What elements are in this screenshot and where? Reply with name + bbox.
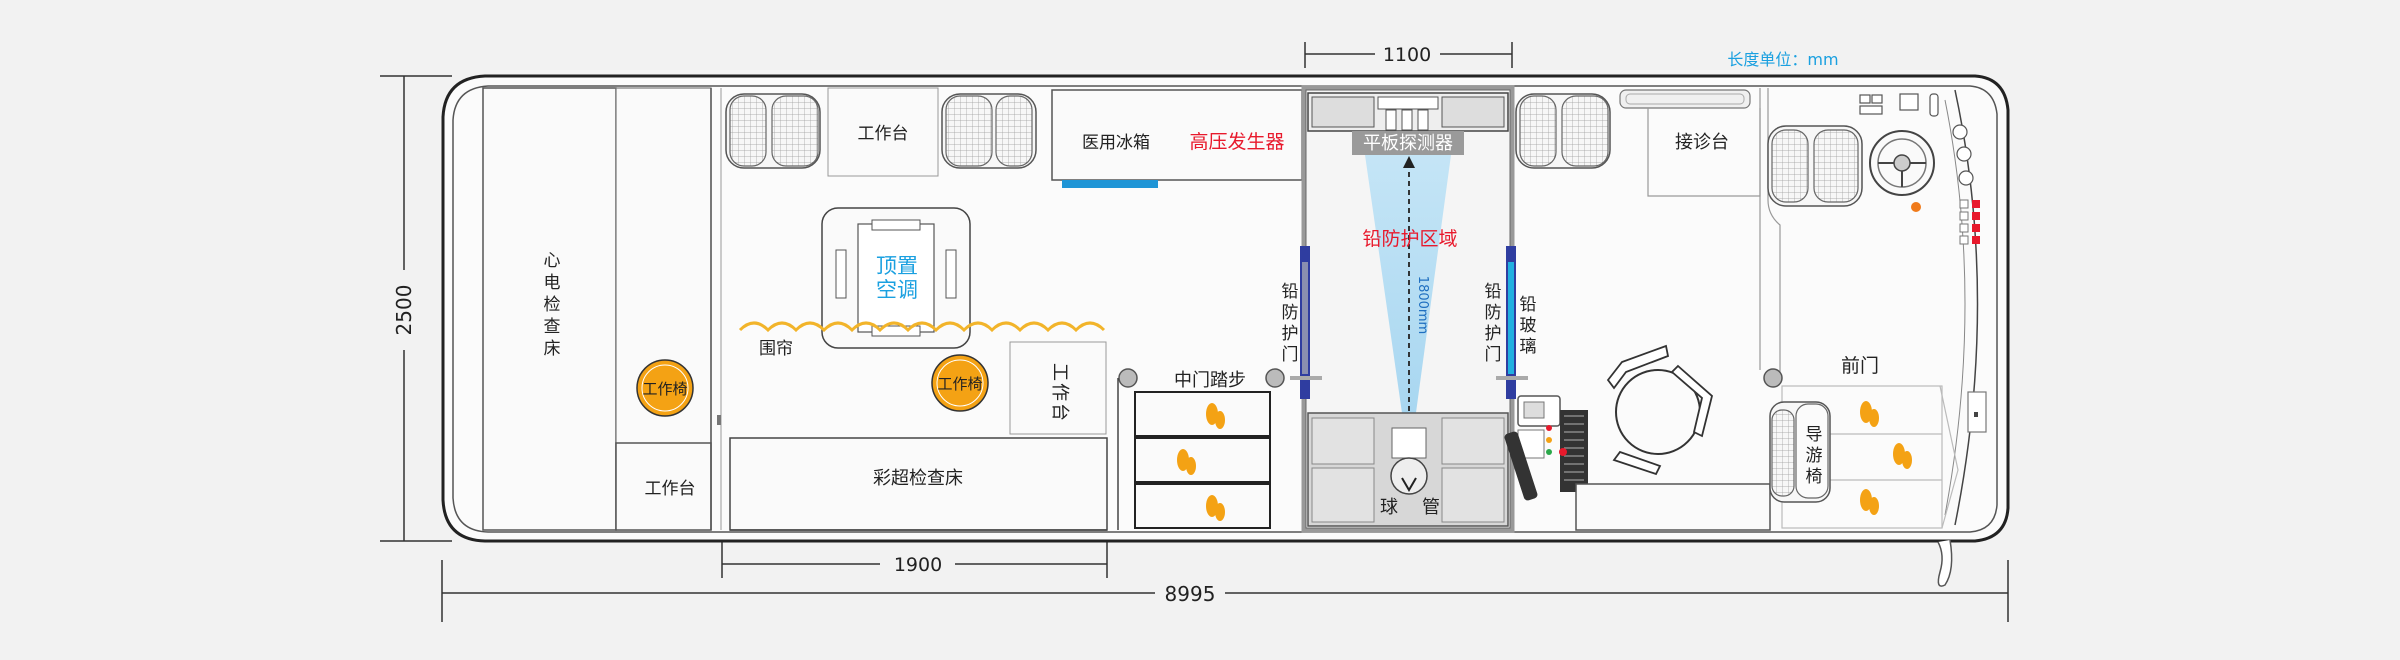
- work-chair-1: 工作椅: [636, 359, 694, 417]
- bus-outline: [441, 74, 2010, 543]
- lead-zone-height-label: 1800mm: [1415, 276, 1430, 334]
- svg-text:铅: 铅: [1485, 282, 1502, 302]
- lead-zone-beam: [1365, 155, 1451, 420]
- fridge-bar: [1062, 180, 1158, 188]
- curtain-label: 围帘: [759, 339, 793, 359]
- ultrasound-bed-label: 彩超检查床: [873, 468, 963, 489]
- footprints-middle: [1177, 403, 1225, 521]
- flat-detector-label: 平板探测器: [1363, 133, 1453, 154]
- lead-glass-label: 铅 玻 璃: [1520, 295, 1537, 357]
- lead-zone-label: 铅防护区域: [1362, 228, 1457, 250]
- round-table: [1606, 344, 1714, 476]
- work-chair-1-label: 工作椅: [642, 380, 687, 398]
- dimension-total: [441, 560, 2009, 622]
- dimension-top: [1304, 42, 1513, 68]
- front-counter: [1575, 483, 1771, 531]
- guide-seat: [1769, 401, 1831, 503]
- workbench-left: [615, 442, 712, 531]
- middle-steps: [1134, 391, 1271, 529]
- steering-wheel-icon: [1869, 130, 1935, 196]
- svg-text:作: 作: [1049, 383, 1070, 401]
- front-door-pillar: [1763, 368, 1783, 388]
- dimension-left: [380, 75, 452, 542]
- fridge-label: 医用冰箱: [1082, 133, 1150, 153]
- svg-text:护: 护: [1485, 324, 1502, 344]
- svg-text:心: 心: [544, 251, 561, 271]
- workbench-side-label: 工 作 台: [1049, 363, 1070, 421]
- svg-text:防: 防: [1282, 303, 1299, 323]
- work-chair-2-label: 工作椅: [937, 375, 982, 393]
- workbench-top: [827, 87, 939, 177]
- svg-text:玻: 玻: [1520, 316, 1537, 336]
- svg-text:床: 床: [544, 339, 561, 359]
- dashboard-lights: [1959, 199, 1980, 245]
- svg-text:电: 电: [544, 273, 561, 293]
- svg-text:铅: 铅: [1520, 295, 1537, 315]
- lead-door-left-label: 铅 防 护 门: [1282, 282, 1299, 365]
- ac-label-line1: 顶置: [876, 254, 918, 278]
- tube-label-left: 球: [1380, 497, 1398, 518]
- svg-text:铅: 铅: [1282, 282, 1299, 302]
- dimension-total-label: 8995: [1165, 582, 1216, 606]
- workbench-left-label: 工作台: [645, 479, 696, 499]
- fridge: [1051, 89, 1303, 181]
- door-pillar-right: [1265, 368, 1285, 388]
- svg-text:椅: 椅: [1806, 467, 1823, 487]
- ecg-bed: [482, 87, 617, 531]
- control-console: [1504, 395, 1588, 501]
- svg-text:防: 防: [1485, 303, 1502, 323]
- svg-text:查: 查: [544, 317, 561, 337]
- footprints-front: [1860, 401, 1912, 515]
- dimension-bed-label: 1900: [894, 554, 942, 576]
- door-pillar-left: [1118, 368, 1138, 388]
- seat-front-top: [1515, 93, 1611, 169]
- dashboard-controls: [1859, 93, 1974, 186]
- hv-generator-label: 高压发生器: [1189, 131, 1284, 153]
- xray-table: 球 管: [1307, 412, 1509, 527]
- flat-detector: 平板探测器: [1307, 92, 1509, 155]
- indicator-orange: [1911, 202, 1921, 212]
- middle-step-label: 中门踏步: [1174, 370, 1246, 391]
- svg-text:护: 护: [1282, 324, 1299, 344]
- driver-seat: [1767, 125, 1863, 207]
- svg-text:检: 检: [544, 295, 561, 315]
- roof-ac: 顶置 空调: [821, 207, 971, 349]
- workbench-top-label: 工作台: [858, 124, 909, 144]
- svg-text:工: 工: [1049, 363, 1070, 381]
- xray-tube: [1390, 457, 1428, 495]
- bus-inner-outline: [452, 85, 1998, 533]
- svg-text:璃: 璃: [1520, 337, 1537, 357]
- svg-text:门: 门: [1282, 345, 1299, 365]
- svg-text:游: 游: [1806, 446, 1823, 466]
- guide-seat-label: 导 游 椅: [1806, 425, 1823, 487]
- tube-label-right: 管: [1422, 497, 1440, 518]
- dimension-left-label: 2500: [392, 285, 416, 336]
- skylight: [1619, 89, 1751, 109]
- partition-handle: [717, 415, 721, 425]
- lead-door-right-label: 铅 防 护 门: [1485, 282, 1502, 365]
- work-chair-2: 工作椅: [931, 354, 989, 412]
- dimension-top-label: 1100: [1383, 44, 1431, 66]
- seat-rear-top: [725, 93, 821, 169]
- ultrasound-bed: [729, 437, 1108, 531]
- curtain: [738, 321, 1106, 333]
- mirror: [1937, 539, 1953, 587]
- ecg-bed-label: 心 电 检 查 床: [544, 251, 561, 359]
- reception-label: 接诊台: [1675, 132, 1729, 153]
- units-note: 长度单位：mm: [1727, 50, 1838, 69]
- ac-label-line2: 空调: [876, 278, 918, 302]
- dimension-bed: [721, 530, 1108, 578]
- front-door-label: 前门: [1841, 355, 1879, 377]
- seat-mid-top: [941, 93, 1037, 169]
- svg-text:导: 导: [1806, 425, 1823, 445]
- svg-text:门: 门: [1485, 345, 1502, 365]
- svg-text:台: 台: [1049, 403, 1070, 421]
- workbench-side: [1009, 341, 1107, 435]
